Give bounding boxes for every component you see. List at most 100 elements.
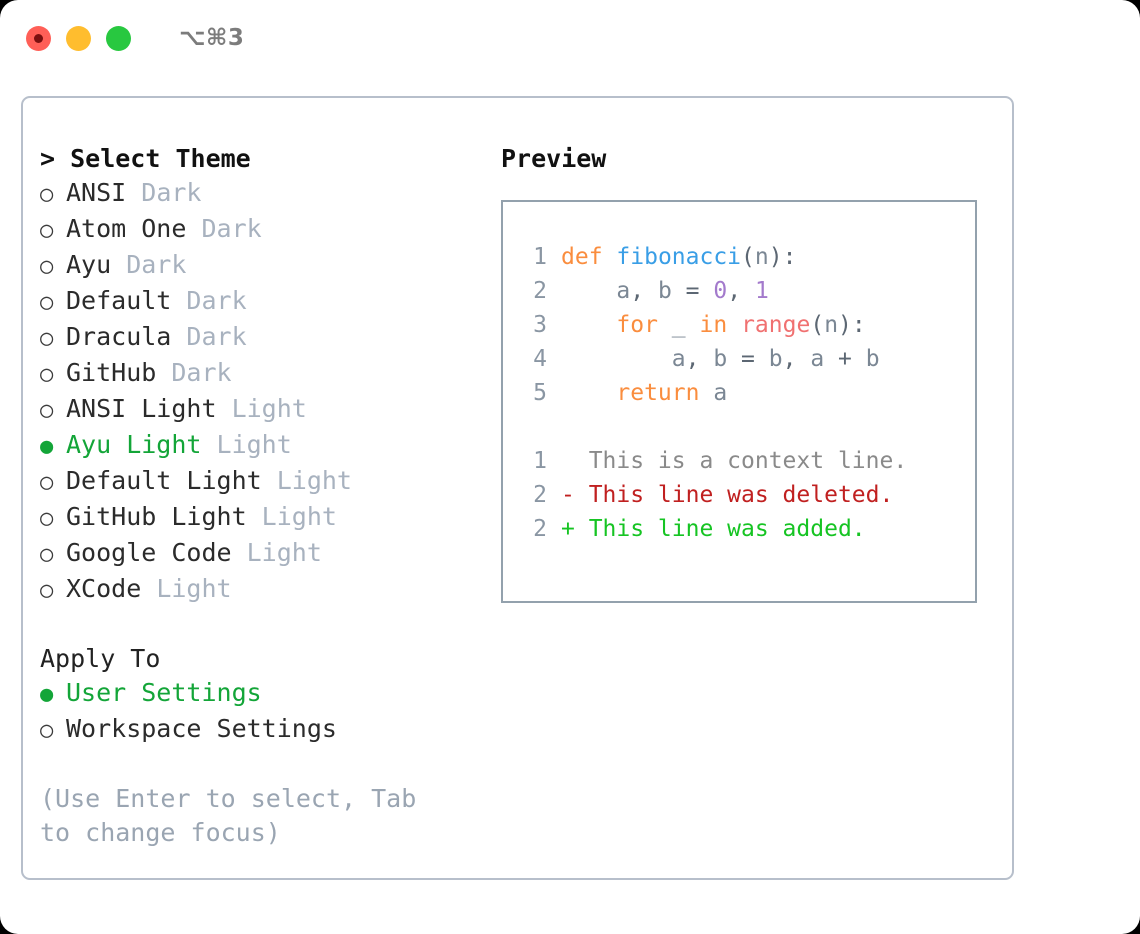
theme-item-label: XCode xyxy=(66,574,142,603)
minimize-button[interactable] xyxy=(66,25,91,51)
radio-empty-icon: ○ xyxy=(40,254,54,279)
line-number: 2 xyxy=(533,482,547,508)
token-id: a xyxy=(810,346,825,372)
code-text: a, b = b, a + b xyxy=(561,342,880,376)
title-bar: ⌥⌘3 xyxy=(0,0,1140,76)
token-num: 0 xyxy=(713,278,728,304)
token-id: a xyxy=(561,346,686,372)
code-text: for _ in range(n): xyxy=(561,308,865,342)
theme-item-7[interactable]: ● Ayu Light Light xyxy=(40,428,483,464)
apply-item-label: Workspace Settings xyxy=(66,714,337,743)
token-punc: = xyxy=(741,346,755,372)
theme-item-label: Dracula xyxy=(66,322,172,351)
token-punc: ): xyxy=(768,244,797,270)
code-line: 3 for _ in range(n): xyxy=(517,308,975,342)
token-add: + This line was added. xyxy=(561,516,866,542)
diff-line: 2 + This line was added. xyxy=(517,512,975,546)
theme-item-variant: Dark xyxy=(111,250,187,279)
theme-item-variant: Dark xyxy=(156,358,232,387)
token-del: - This line was deleted. xyxy=(561,482,894,508)
token-punc: , xyxy=(685,346,714,372)
theme-item-11[interactable]: ○ XCode Light xyxy=(40,572,483,608)
apply-item-1[interactable]: ○ Workspace Settings xyxy=(40,712,483,748)
code-text: def fibonacci(n): xyxy=(561,240,796,274)
theme-item-1[interactable]: ○ Atom One Dark xyxy=(40,212,483,248)
token-punc: + xyxy=(824,346,866,372)
theme-item-2[interactable]: ○ Ayu Dark xyxy=(40,248,483,284)
theme-item-label: Ayu xyxy=(66,250,112,279)
window-title: ⌥⌘3 xyxy=(179,25,245,51)
theme-list-column: > Select Theme ○ANSI Dark○Atom One Dark○… xyxy=(23,142,483,850)
token-punc xyxy=(561,312,616,338)
close-button[interactable] xyxy=(26,25,51,51)
theme-item-4[interactable]: ○Dracula Dark xyxy=(40,320,483,356)
radio-empty-icon: ○ xyxy=(40,218,54,243)
token-punc: , xyxy=(782,346,811,372)
token-id: b xyxy=(768,346,783,372)
apply-item-label: User Settings xyxy=(66,678,262,707)
code-line: 4 a, b = b, a + b xyxy=(517,342,975,376)
code-line: 1 def fibonacci(n): xyxy=(517,240,975,274)
theme-item-label: Default Light xyxy=(66,466,262,495)
diff-line: 1 This is a context line. xyxy=(517,444,975,478)
token-kw: for xyxy=(616,312,658,338)
radio-empty-icon: ○ xyxy=(40,182,54,207)
token-punc xyxy=(700,278,714,304)
radio-empty-icon: ○ xyxy=(40,718,54,743)
list-spacer xyxy=(40,608,483,642)
preview-title: Preview xyxy=(501,144,607,173)
theme-item-3[interactable]: ○Default Dark xyxy=(40,284,483,320)
token-id: b xyxy=(865,346,880,372)
code-diff-gap xyxy=(517,410,975,444)
theme-item-variant: Light xyxy=(231,538,322,567)
code-text: return a xyxy=(561,376,727,410)
theme-item-variant: Light xyxy=(216,394,307,423)
apply-item-0[interactable]: ●User Settings xyxy=(40,676,483,712)
radio-empty-icon: ○ xyxy=(40,290,54,315)
radio-empty-icon: ○ xyxy=(40,578,54,603)
token-punc xyxy=(699,380,713,406)
radio-empty-icon: ○ xyxy=(40,470,54,495)
theme-item-variant: Light xyxy=(141,574,232,603)
maximize-button[interactable] xyxy=(106,25,131,51)
token-kw: in xyxy=(699,312,728,338)
theme-item-6[interactable]: ○ANSI Light Light xyxy=(40,392,483,428)
theme-item-8[interactable]: ○ Default Light Light xyxy=(40,464,483,500)
token-punc: ( xyxy=(810,312,825,338)
token-id: b xyxy=(657,278,672,304)
select-theme-header: > Select Theme xyxy=(40,144,251,173)
line-number: 4 xyxy=(533,346,547,372)
code-text: a, b = 0, 1 xyxy=(561,274,769,308)
theme-item-variant: Light xyxy=(246,502,337,531)
theme-list[interactable]: ○ANSI Dark○Atom One Dark○Ayu Dark○Defaul… xyxy=(40,176,483,608)
token-id: a xyxy=(713,380,728,406)
code-line: 5 return a xyxy=(517,376,975,410)
line-number: 2 xyxy=(533,516,547,542)
theme-item-0[interactable]: ○ANSI Dark xyxy=(40,176,483,212)
theme-item-variant: Dark xyxy=(171,322,247,351)
theme-item-5[interactable]: ○GitHub Dark xyxy=(40,356,483,392)
code-line: 2 a, b = 0, 1 xyxy=(517,274,975,308)
theme-item-label: ANSI Light xyxy=(66,394,217,423)
radio-selected-icon: ● xyxy=(40,434,54,459)
theme-item-variant: Light xyxy=(261,466,352,495)
radio-empty-icon: ○ xyxy=(40,506,54,531)
theme-item-10[interactable]: ○Google Code Light xyxy=(40,536,483,572)
theme-item-label: Atom One xyxy=(66,214,187,243)
apply-to-list[interactable]: ●User Settings ○ Workspace Settings xyxy=(40,676,483,748)
diff-text: - This line was deleted. xyxy=(561,478,893,512)
line-number: 1 xyxy=(533,244,547,270)
token-punc: , xyxy=(727,278,755,304)
theme-item-label: Ayu Light xyxy=(66,430,202,459)
token-id: b xyxy=(713,346,728,372)
token-punc xyxy=(727,312,741,338)
theme-item-variant: Dark xyxy=(186,214,262,243)
token-num: 1 xyxy=(754,278,769,304)
theme-item-variant: Light xyxy=(201,430,292,459)
theme-item-variant: Dark xyxy=(171,286,247,315)
theme-item-9[interactable]: ○GitHub Light Light xyxy=(40,500,483,536)
diff-line: 2 - This line was deleted. xyxy=(517,478,975,512)
